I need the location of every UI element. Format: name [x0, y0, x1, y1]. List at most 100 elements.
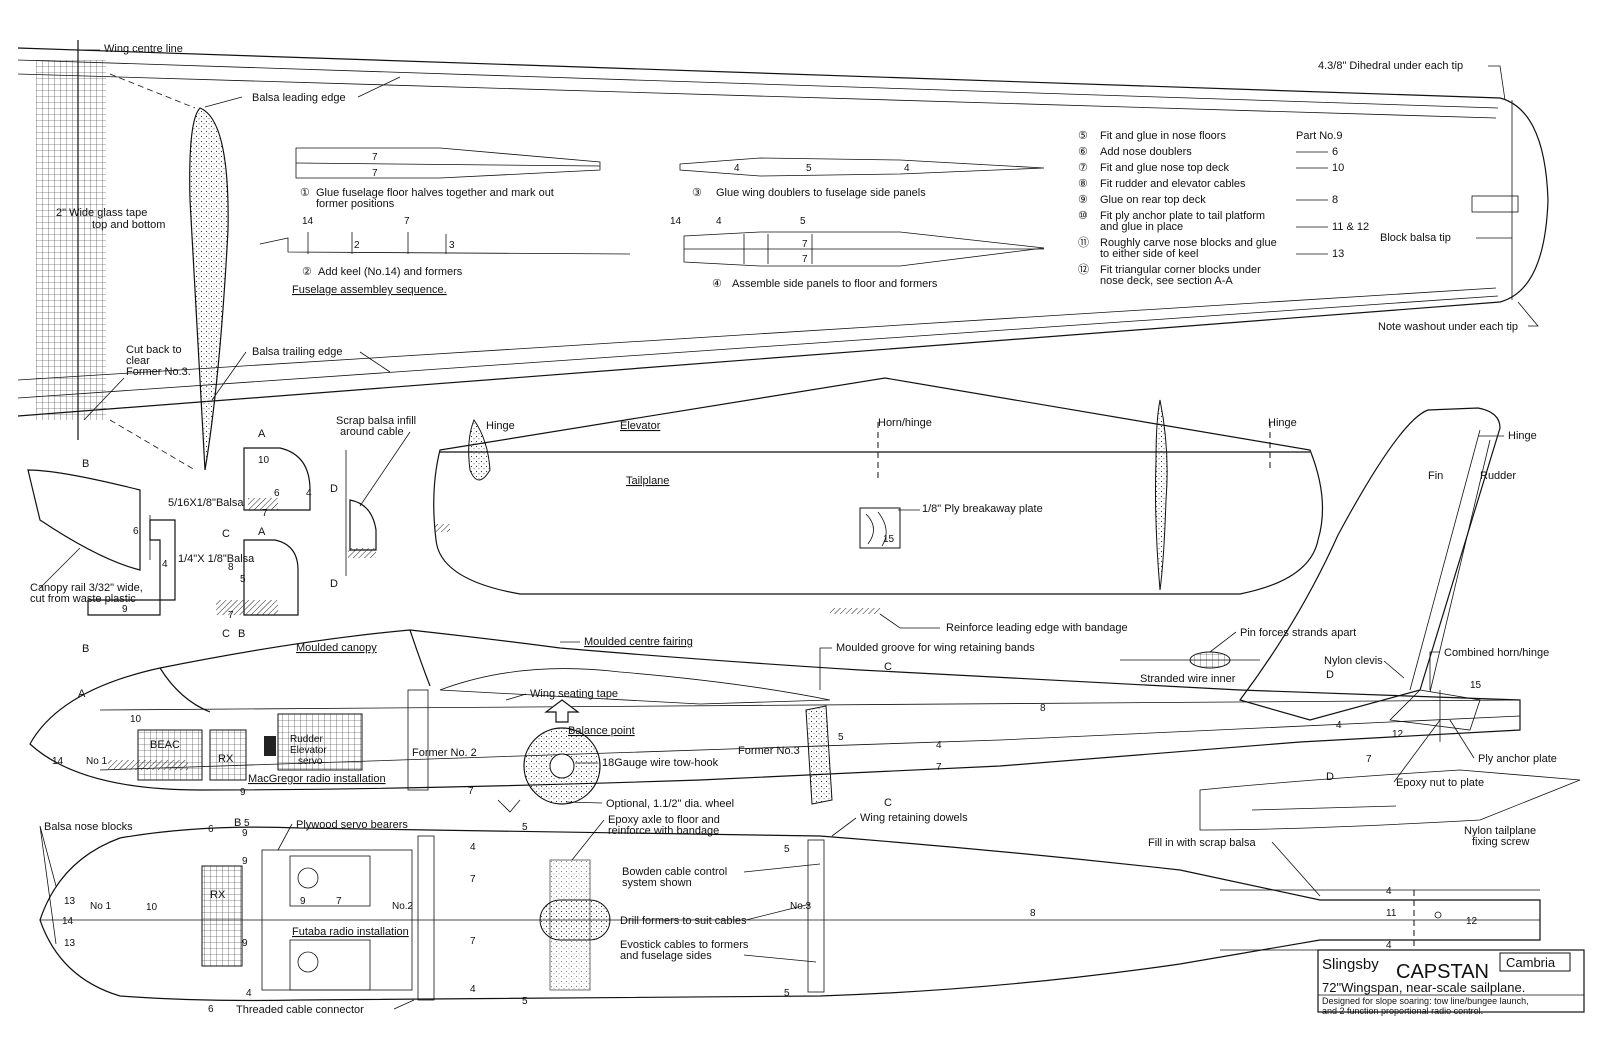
label-cut-back-2: clear	[126, 355, 150, 367]
svg-text:7: 7	[336, 896, 342, 907]
svg-text:C: C	[222, 628, 230, 640]
svg-text:9: 9	[242, 856, 248, 867]
svg-text:14: 14	[52, 756, 64, 767]
svg-text:⑪: ⑪	[1078, 236, 1089, 249]
svg-text:Elevator: Elevator	[290, 745, 327, 756]
label-epoxy-nut: Epoxy nut to plate	[1396, 777, 1484, 789]
svg-text:10: 10	[146, 902, 158, 913]
label-drill-formers: Drill formers to suit cables	[620, 915, 747, 927]
label-moulded-canopy: Moulded canopy	[296, 642, 377, 654]
svg-text:2: 2	[354, 240, 360, 251]
label-bowden-1: Bowden cable control	[622, 866, 727, 878]
label-beac: BEAC	[150, 739, 180, 751]
svg-text:6: 6	[133, 526, 139, 537]
label-optional-wheel: Optional, 1.1/2" dia. wheel	[606, 798, 734, 810]
svg-text:5: 5	[244, 818, 250, 829]
svg-text:9: 9	[242, 828, 248, 839]
svg-text:13: 13	[1332, 248, 1344, 260]
fuselage-side-labels: Moulded canopy Moulded centre fairing Mo…	[52, 627, 1557, 848]
label-balsa-5-16: 5/16X1/8"Balsa	[168, 497, 244, 509]
svg-text:No 1: No 1	[90, 901, 112, 912]
label-balsa-nose-blocks: Balsa nose blocks	[44, 821, 133, 833]
label-canopy-rail-2: cut from waste plastic	[30, 593, 136, 605]
svg-text:7: 7	[470, 874, 476, 885]
part-no: Part No.9	[1296, 130, 1342, 142]
svg-text:⑩: ⑩	[1078, 210, 1088, 222]
label-scrap-balsa-2: around cable	[340, 426, 404, 438]
title-name: CAPSTAN	[1396, 961, 1489, 983]
label-horn-hinge: Horn/hinge	[878, 417, 932, 429]
label-fin: Fin	[1428, 470, 1443, 482]
svg-text:7: 7	[468, 786, 474, 797]
step-1b: former positions	[316, 198, 395, 210]
step-6: Add nose doublers	[1100, 146, 1192, 158]
svg-text:RX: RX	[210, 889, 226, 901]
label-moulded-fairing: Moulded centre fairing	[584, 636, 693, 648]
label-former-no2: Former No. 2	[412, 747, 477, 759]
svg-text:6: 6	[208, 1004, 214, 1015]
label-ply-anchor: Ply anchor plate	[1478, 753, 1557, 765]
label-glass-tape-2: top and bottom	[92, 219, 165, 231]
svg-text:A: A	[258, 526, 266, 538]
label-fin-hinge: Hinge	[1508, 430, 1537, 442]
svg-text:8: 8	[228, 562, 234, 573]
label-plywood-servo: Plywood servo bearers	[296, 819, 408, 831]
title-brand: Cambria	[1506, 955, 1556, 970]
svg-text:4: 4	[734, 163, 740, 174]
wing-plan	[17, 40, 1549, 471]
label-wing-centre-line: Wing centre line	[104, 43, 183, 55]
label-macgregor: MacGregor radio installation	[248, 773, 386, 785]
svg-text:4: 4	[162, 559, 168, 570]
svg-text:B: B	[238, 628, 245, 640]
label-balsa-leading-edge: Balsa leading edge	[252, 92, 346, 104]
label-nylon-tailplane-2: fixing screw	[1472, 836, 1530, 848]
svg-text:3: 3	[449, 240, 455, 251]
svg-text:5: 5	[522, 996, 528, 1007]
svg-text:C: C	[884, 797, 892, 809]
svg-text:8: 8	[1332, 194, 1338, 206]
step-5: Fit and glue in nose floors	[1100, 130, 1226, 142]
svg-text:4: 4	[936, 740, 942, 751]
label-threaded-connector: Threaded cable connector	[236, 1004, 364, 1016]
label-wing-seating-tape: Wing seating tape	[530, 688, 618, 700]
assembly-title: Fuselage assembley sequence.	[292, 284, 447, 296]
svg-text:15: 15	[1470, 680, 1482, 691]
svg-text:B: B	[234, 817, 241, 829]
svg-text:④: ④	[712, 278, 722, 290]
svg-text:⑨: ⑨	[1078, 194, 1088, 206]
label-balance-point: Balance point	[568, 725, 635, 737]
svg-text:7: 7	[1366, 754, 1372, 765]
svg-text:7: 7	[936, 762, 942, 773]
svg-text:D: D	[1326, 771, 1334, 783]
title-maker: Slingsby	[1322, 956, 1379, 973]
step-7: Fit and glue nose top deck	[1100, 162, 1230, 174]
svg-text:13: 13	[64, 896, 76, 907]
svg-text:No.2: No.2	[392, 901, 414, 912]
section-labels: B B C C A A B D D Scrap balsa infill aro…	[30, 415, 416, 655]
svg-text:4: 4	[470, 842, 476, 853]
label-rx: RX	[218, 753, 234, 765]
svg-text:7: 7	[372, 152, 378, 163]
svg-text:5: 5	[800, 216, 806, 227]
wing-rib-section	[189, 107, 229, 471]
label-pin-forces: Pin forces strands apart	[1240, 627, 1356, 639]
svg-text:⑤: ⑤	[1078, 130, 1088, 142]
label-canopy-rail-1: Canopy rail 3/32" wide,	[30, 582, 143, 594]
svg-text:③: ③	[692, 187, 702, 199]
svg-text:12: 12	[1466, 916, 1478, 927]
svg-text:A: A	[258, 428, 266, 440]
label-scrap-balsa-1: Scrap balsa infill	[336, 415, 416, 427]
label-wing-dowels: Wing retaining dowels	[860, 812, 968, 824]
step-12a: Fit triangular corner blocks under	[1100, 264, 1261, 276]
svg-text:6: 6	[274, 488, 280, 499]
svg-text:5: 5	[784, 844, 790, 855]
svg-text:7: 7	[802, 254, 808, 265]
svg-text:D: D	[330, 578, 338, 590]
label-moulded-groove: Moulded groove for wing retaining bands	[836, 642, 1035, 654]
svg-text:8: 8	[1030, 908, 1036, 919]
svg-text:No 1: No 1	[86, 756, 108, 767]
label-bowden-2: system shown	[622, 877, 692, 889]
svg-text:D: D	[1326, 669, 1334, 681]
svg-text:servo: servo	[298, 756, 323, 767]
svg-text:9: 9	[300, 896, 306, 907]
